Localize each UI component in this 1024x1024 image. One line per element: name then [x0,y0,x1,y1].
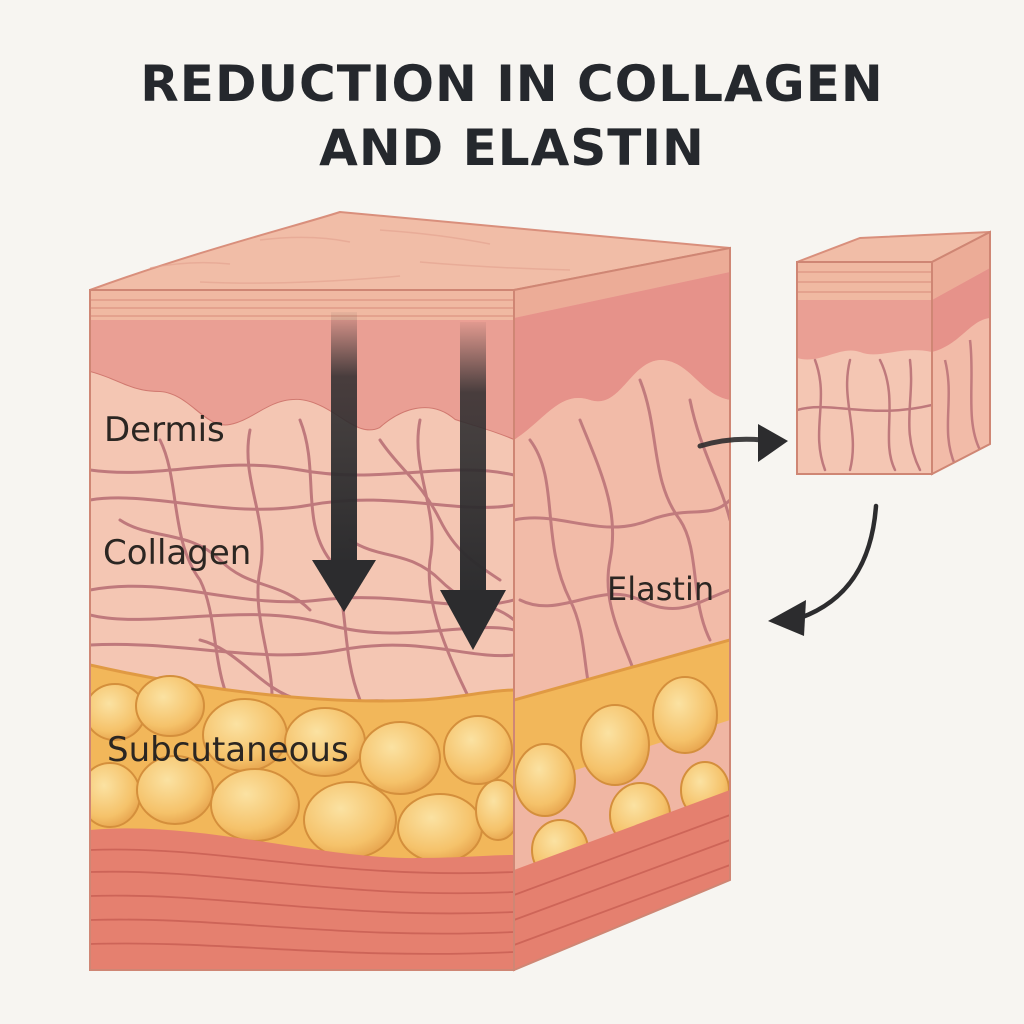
arrow-to-aged-block [697,436,765,449]
arrow-1-shaft [331,312,357,570]
transition-arrows [697,424,879,636]
muscle-layer [90,828,514,970]
block-side-face [514,248,730,970]
label-collagen: Collagen [103,533,252,573]
block-top-face [89,210,731,291]
fat-cells [90,675,514,863]
arrow-back-curve-head [768,600,806,636]
arrow-2-head [440,590,506,650]
arrow-back-curve [797,503,879,621]
page-title: REDUCTION IN COLLAGEN AND ELASTIN [0,52,1024,180]
title-line-2: AND ELASTIN [319,119,705,177]
arrow-to-aged-block-head [758,424,788,462]
block-front-face [90,290,514,970]
aged-skin-block [796,230,991,476]
arrow-2-shaft [460,322,486,604]
reduction-arrows [312,312,506,650]
label-dermis: Dermis [104,410,225,450]
arrow-1-head [312,560,376,612]
title-line-1: REDUCTION IN COLLAGEN [140,55,884,113]
label-elastin: Elastin [607,570,715,608]
label-subcutaneous: Subcutaneous [107,730,349,770]
